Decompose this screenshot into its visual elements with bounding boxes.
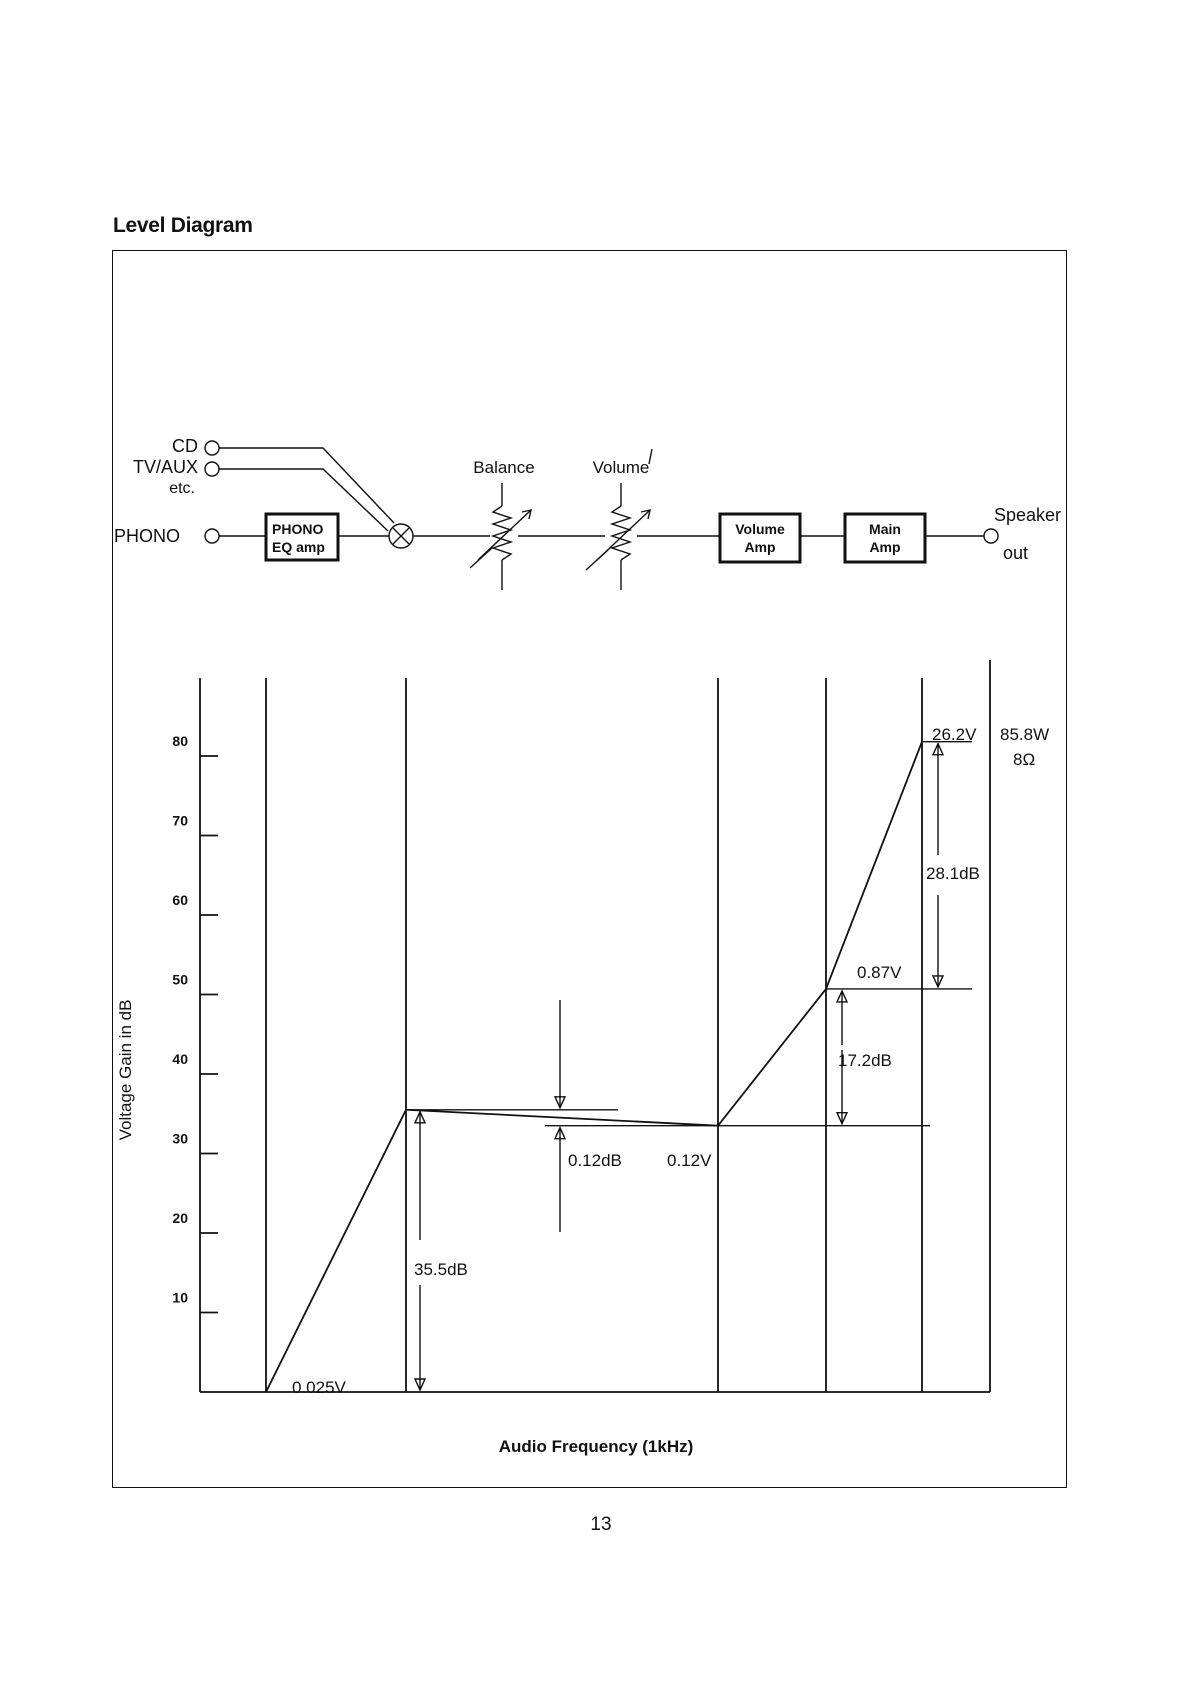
input-cd-label: CD xyxy=(172,436,198,456)
y-tick-label: 60 xyxy=(172,892,188,908)
page-number: 13 xyxy=(0,1514,1202,1536)
main-amp-label-1: Main xyxy=(869,521,901,537)
y-tick-label: 30 xyxy=(172,1131,188,1147)
level-segment-3 xyxy=(826,742,922,989)
line-voltage-label: 0.12V xyxy=(667,1151,712,1170)
y-tick-label: 20 xyxy=(172,1210,188,1226)
volume-mark xyxy=(649,449,652,464)
y-axis-ticks: 10 20 30 40 50 60 70 80 xyxy=(172,733,218,1313)
input-voltage-label: 0.025V xyxy=(292,1378,347,1397)
level-segment-2 xyxy=(718,989,826,1126)
speaker-label-1: Speaker xyxy=(994,505,1061,525)
phono-jack-icon xyxy=(205,529,219,543)
output-voltage-label: 26.2V xyxy=(932,725,977,744)
volume-amp-gain-label: 17.2dB xyxy=(838,1051,892,1070)
level-curve xyxy=(266,742,922,1392)
phono-eq-label-2: EQ amp xyxy=(272,539,325,555)
volume-amp-label-1: Volume xyxy=(735,521,785,537)
volume-label: Volume xyxy=(593,458,650,477)
input-selector-icon xyxy=(389,524,413,548)
volume-amp-voltage-label: 0.87V xyxy=(857,963,902,982)
block-diagram: CD TV/AUX etc. PHONO PHONO EQ amp Balanc… xyxy=(114,436,1061,590)
y-tick-label: 50 xyxy=(172,972,188,988)
stage-boundary-lines xyxy=(200,660,990,1392)
main-amp-gain-label: 28.1dB xyxy=(926,864,980,883)
tv-aux-jack-icon xyxy=(205,462,219,476)
input-tv-aux-label: TV/AUX xyxy=(133,457,198,477)
balance-label: Balance xyxy=(473,458,534,477)
output-power-label: 85.8W xyxy=(1000,725,1049,744)
level-segment-0 xyxy=(266,1110,406,1392)
volume-amp-label-2: Amp xyxy=(744,539,775,555)
phono-eq-label-1: PHONO xyxy=(272,521,323,537)
speaker-label-2: out xyxy=(1003,543,1028,563)
volume-loss-label: 0.12dB xyxy=(568,1151,622,1170)
phono-gain-label: 35.5dB xyxy=(414,1260,468,1279)
y-tick-label: 80 xyxy=(172,733,188,749)
y-tick-label: 10 xyxy=(172,1290,188,1306)
input-etc-label: etc. xyxy=(169,480,195,497)
input-phono-label: PHONO xyxy=(114,526,180,546)
y-tick-label: 70 xyxy=(172,813,188,829)
load-label: 8Ω xyxy=(1013,750,1035,769)
speaker-jack-icon xyxy=(984,529,998,543)
level-segment-1 xyxy=(406,1110,718,1126)
cd-jack-icon xyxy=(205,441,219,455)
level-chart: 10 20 30 40 50 60 70 80 Voltage Gain in dB Audi… xyxy=(116,660,1049,1456)
y-tick-label: 40 xyxy=(172,1051,188,1067)
main-amp-label-2: Amp xyxy=(869,539,900,555)
y-axis-label: Voltage Gain in dB xyxy=(116,1000,135,1141)
x-axis-label: Audio Frequency (1kHz) xyxy=(499,1437,694,1456)
